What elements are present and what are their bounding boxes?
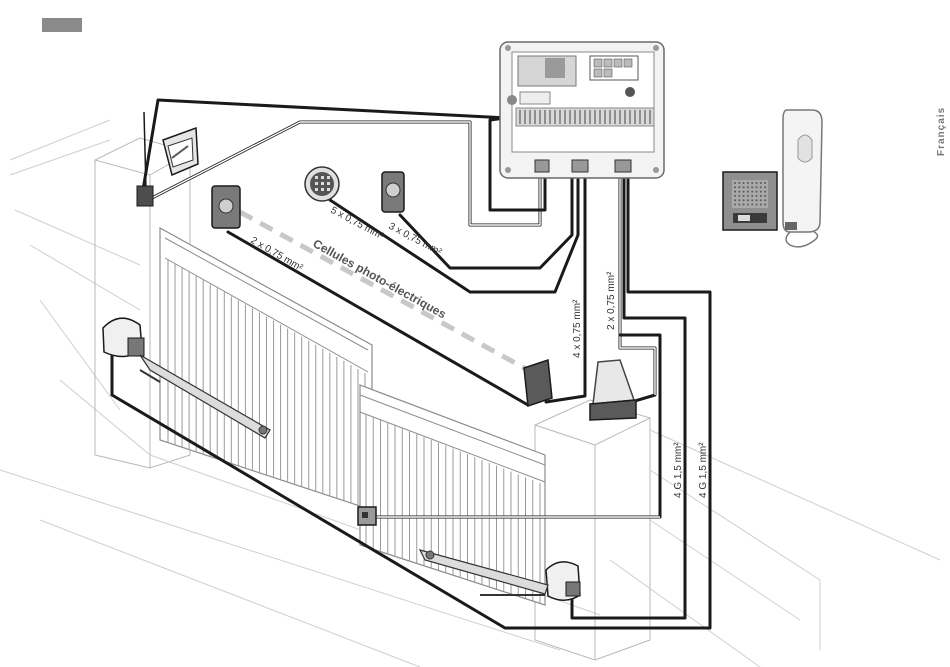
speaker-grille-dot xyxy=(760,186,762,188)
speaker-grille-dot xyxy=(751,199,753,201)
speaker-grille-dot xyxy=(743,182,745,184)
speaker-grille-dot xyxy=(764,186,766,188)
label-wire-4g-b: 4 G 1,5 mm² xyxy=(698,442,709,498)
speaker-grille-dot xyxy=(760,191,762,193)
left-gate-leaf xyxy=(160,228,372,510)
label-language: Français xyxy=(936,107,947,156)
speaker-grille-dot xyxy=(756,191,758,193)
label-wire-keypad: 5 x 0,75 mm² xyxy=(329,205,386,242)
label-wire-4g-a: 4 G 1,5 mm² xyxy=(673,442,684,498)
speaker-grille-dot xyxy=(734,204,736,206)
photocell-left xyxy=(212,186,240,228)
speaker-grille-dot xyxy=(747,186,749,188)
page-tab-marker xyxy=(42,18,82,32)
intercom-outdoor-panel xyxy=(723,172,777,230)
speaker-grille-dot xyxy=(734,195,736,197)
speaker-grille-dot xyxy=(756,182,758,184)
photocell-right xyxy=(524,360,552,406)
speaker-grille-dot xyxy=(734,186,736,188)
speaker-grille-dot xyxy=(738,204,740,206)
label-wire-cell: 2 x 0,75 mm² xyxy=(249,235,306,274)
antenna-receiver xyxy=(137,112,153,206)
speaker-grille-dot xyxy=(760,182,762,184)
speaker-grille-dot xyxy=(760,199,762,201)
speaker-grille-dot xyxy=(734,191,736,193)
label-wire-4x: 4 x 0,75 mm² xyxy=(572,299,583,358)
speaker-grille-dot xyxy=(747,191,749,193)
speaker-grille-dot xyxy=(764,195,766,197)
speaker-grille-dot xyxy=(764,204,766,206)
digital-keypad xyxy=(305,167,339,201)
speaker-grille-dot xyxy=(751,186,753,188)
speaker-grille-dot xyxy=(734,199,736,201)
speaker-grille-dot xyxy=(760,204,762,206)
speaker-grille-dot xyxy=(738,195,740,197)
speaker-grille-dot xyxy=(764,199,766,201)
speaker-grille-dot xyxy=(743,195,745,197)
speaker-grille-dot xyxy=(756,195,758,197)
speaker-grille-dot xyxy=(751,195,753,197)
speaker-grille-dot xyxy=(751,182,753,184)
speaker-grille-dot xyxy=(764,191,766,193)
speaker-grille-dot xyxy=(743,204,745,206)
speaker-grille-dot xyxy=(756,186,758,188)
speaker-grille-dot xyxy=(751,204,753,206)
flashing-light xyxy=(590,360,636,420)
speaker-grille-dot xyxy=(738,182,740,184)
speaker-grille-dot xyxy=(751,191,753,193)
speaker-grille-dot xyxy=(747,204,749,206)
speaker-grille-dot xyxy=(738,191,740,193)
right-gate-leaf xyxy=(360,385,545,605)
speaker-grille-dot xyxy=(738,186,740,188)
speaker-grille-dot xyxy=(756,199,758,201)
intercom-handset xyxy=(783,110,822,247)
speaker-grille-dot xyxy=(747,195,749,197)
speaker-grille-dot xyxy=(756,204,758,206)
speaker-grille-dot xyxy=(743,191,745,193)
speaker-grille-dot xyxy=(743,186,745,188)
label-wire-button: 3 x 0,75 mm² xyxy=(387,221,444,258)
speaker-grille-dot xyxy=(734,182,736,184)
speaker-grille-dot xyxy=(738,199,740,201)
electric-lock xyxy=(358,507,376,525)
speaker-grille-dot xyxy=(743,199,745,201)
label-wire-2x: 2 x 0,75 mm² xyxy=(606,271,617,330)
radio-module xyxy=(163,128,198,175)
speaker-grille-dot xyxy=(747,182,749,184)
key-switch xyxy=(382,172,404,212)
speaker-grille-dot xyxy=(760,195,762,197)
control-box xyxy=(500,42,664,178)
speaker-grille-dot xyxy=(764,182,766,184)
speaker-grille-dot xyxy=(747,199,749,201)
